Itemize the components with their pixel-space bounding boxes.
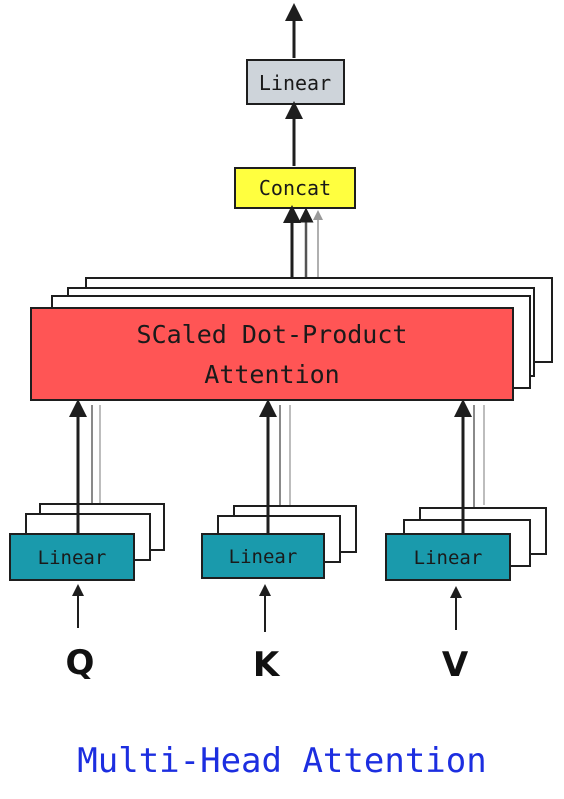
k-label: K: [253, 645, 281, 685]
concat-box: Concat: [234, 167, 356, 209]
k-linear-box: Linear: [201, 533, 325, 579]
q-linear-box: Linear: [9, 533, 135, 581]
q-linear-label: Linear: [38, 547, 107, 569]
concat-label: Concat: [259, 176, 331, 200]
v-linear-label: Linear: [414, 547, 483, 569]
q-label: Q: [66, 643, 95, 683]
q-branch: Linear Q: [9, 399, 165, 683]
output-linear-box: Linear: [246, 59, 345, 105]
v-label: V: [442, 645, 469, 685]
v-linear-box: Linear: [385, 533, 511, 581]
attention-box: SCaled Dot-Product Attention: [30, 307, 514, 401]
k-linear-label: Linear: [229, 546, 298, 568]
k-branch: Linear K: [201, 399, 357, 685]
attention-label-line1: SCaled Dot-Product: [137, 320, 408, 349]
v-branch: Linear V: [385, 399, 547, 685]
attention-label-line2: Attention: [204, 360, 339, 389]
output-linear-label: Linear: [259, 71, 331, 95]
diagram-caption: Multi-Head Attention: [77, 741, 486, 781]
